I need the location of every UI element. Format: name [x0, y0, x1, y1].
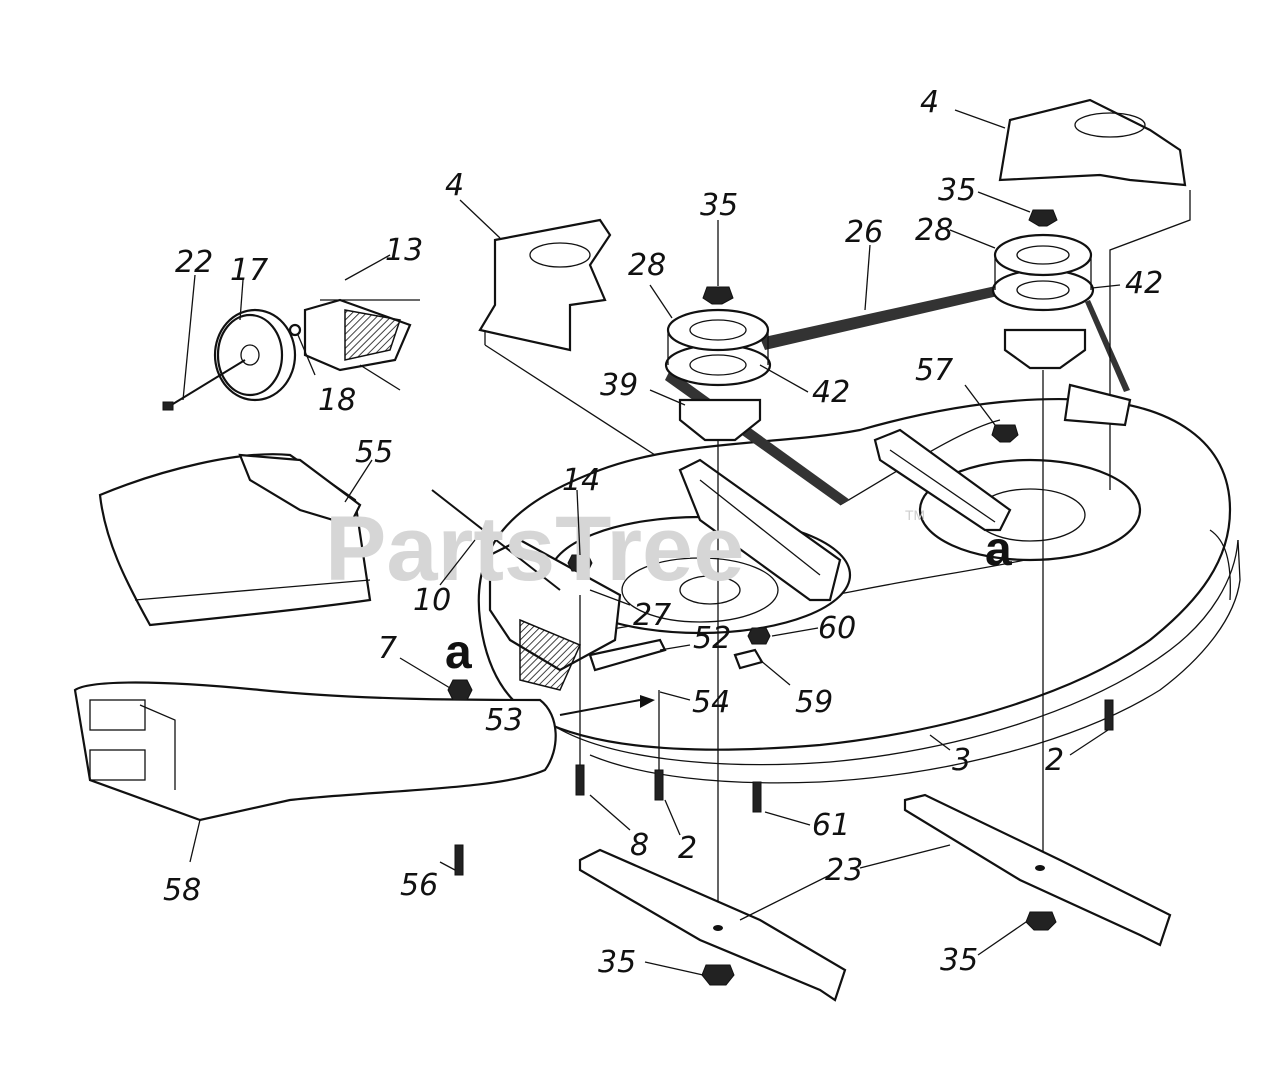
callout-42: 42	[1125, 266, 1163, 301]
belt-guard-right	[998, 98, 1191, 490]
callout-52: 52	[693, 621, 731, 656]
callout-2: 2	[1045, 743, 1064, 778]
callout-4: 4	[920, 85, 939, 120]
callout-39: 39	[600, 368, 638, 403]
hardware-fasteners	[447, 424, 1114, 876]
mulch-plug	[73, 681, 557, 822]
callout-18: 18	[318, 383, 356, 418]
callout-54: 54	[692, 685, 730, 720]
callout-22: 22	[175, 245, 213, 280]
idler-pulley-assembly	[162, 298, 420, 411]
callout-56: 56	[400, 868, 438, 903]
discharge-chute	[98, 453, 372, 627]
callout-53: 53	[485, 703, 523, 738]
callout-58: 58	[163, 873, 201, 908]
callout-leader-lines	[182, 109, 1121, 976]
callout-55: 55	[355, 435, 393, 470]
callout-26: 26	[845, 215, 883, 250]
callout-14: 14	[562, 463, 600, 498]
callout-35: 35	[940, 943, 978, 978]
chute-mount-bracket	[431, 489, 667, 716]
right-deflector-plate	[1063, 383, 1132, 427]
callout-35: 35	[598, 945, 636, 980]
watermark-text: PartsTree	[325, 498, 744, 600]
right-spindle-assembly	[991, 209, 1095, 880]
section-mark-a-left: a	[445, 626, 472, 679]
callout-28: 28	[915, 213, 953, 248]
callout-57: 57	[915, 353, 953, 388]
left-spindle-assembly	[664, 286, 772, 920]
mower-blade-left	[578, 848, 847, 1002]
callout-2: 2	[678, 831, 697, 866]
callout-labels: 4 4 35 35 35 35 26 28 28 42 42 39 57 22 …	[163, 85, 1163, 980]
callout-7: 7	[378, 631, 397, 666]
belt-guard-left	[478, 218, 656, 456]
callout-42: 42	[812, 375, 850, 410]
callout-35: 35	[700, 188, 738, 223]
callout-8: 8	[630, 828, 649, 863]
callout-3: 3	[952, 743, 971, 778]
callout-61: 61	[812, 808, 850, 843]
mower-blade-right	[903, 793, 1172, 947]
callout-28: 28	[628, 248, 666, 283]
callout-23: 23	[825, 853, 863, 888]
callout-35: 35	[938, 173, 976, 208]
callout-4: 4	[445, 168, 464, 203]
callout-10: 10	[413, 583, 451, 618]
section-mark-a-right: a	[985, 523, 1012, 576]
callout-59: 59	[795, 685, 833, 720]
callout-60: 60	[818, 611, 856, 646]
callout-17: 17	[230, 253, 268, 288]
callout-13: 13	[385, 233, 423, 268]
watermark-tm: TM	[905, 507, 925, 523]
deck-hanger-brackets	[678, 428, 1012, 602]
callout-27: 27	[633, 598, 671, 633]
